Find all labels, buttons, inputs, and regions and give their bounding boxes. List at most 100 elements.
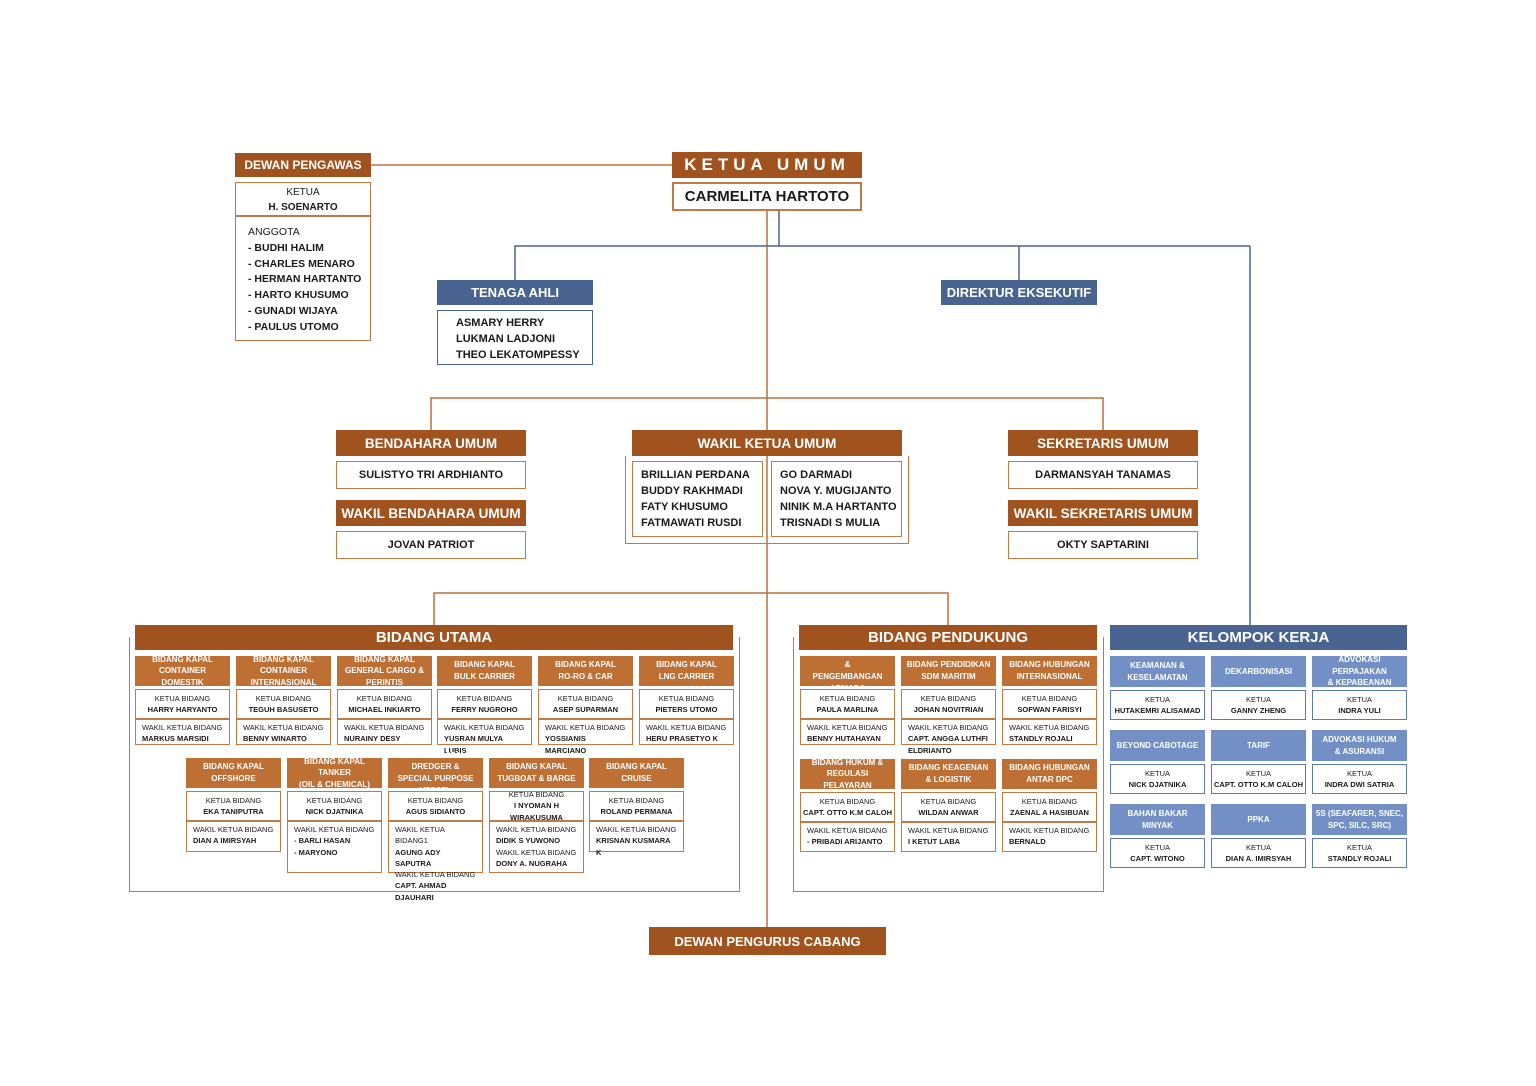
ketua-name: TEGUH BASUSETO: [248, 705, 319, 714]
kelompok-tile-title-1: TARIF: [1247, 740, 1270, 750]
ketua-label: KETUA: [1346, 842, 1372, 852]
bidang-tile-title-2: CRUISE: [621, 774, 652, 783]
anggota-item: - HARTO KHUSUMO: [248, 289, 349, 302]
wakil-bendahara-name: JOVAN PATRIOT: [336, 531, 526, 559]
bidang-tile-header: BIDANG PEMBIAYAAN &PENGEMBANGAN ARMADA: [800, 649, 895, 693]
wakil-ketua-member: FATY KHUSUMO: [641, 501, 728, 513]
kelompok-tile-title-1: BAHAN BAKAR MINYAK: [1127, 808, 1188, 830]
ketua-label: KETUA BIDANG: [658, 693, 715, 703]
wakil-name: DIDIK S YUWONO: [496, 836, 561, 846]
wakil-ketua-member: BRILLIAN PERDANA: [641, 469, 750, 481]
ketua-umum-header: KETUA UMUM: [672, 152, 862, 178]
ketua-label: KETUA: [1245, 842, 1271, 852]
bidang-tile-title-1: BIDANG KAPAL: [253, 654, 314, 664]
ketua-name: DIAN A. IMIRSYAH: [1225, 854, 1292, 863]
bidang-tile-title-2: GENERAL CARGO & PERINTIS: [345, 666, 424, 687]
ketua-label: KETUA: [1346, 694, 1372, 704]
bidang-wakil-box: WAKIL KETUA BIDANG- BARLI HASAN- MARYONO: [287, 821, 382, 873]
kelompok-tile-header: ADVOKASI PERPAJAKAN& KEPABEANAN: [1312, 655, 1407, 687]
bidang-tile-title-2: (OIL & CHEMICAL): [299, 779, 370, 789]
bidang-tile-title-2: TUGBOAT & BARGE: [497, 774, 576, 783]
wakil-label: WAKIL KETUA BIDANG: [545, 723, 626, 732]
ketua-label: KETUA BIDANG: [1021, 693, 1078, 703]
wakil-label: WAKIL KETUA BIDANG: [142, 723, 223, 732]
kelompok-tile-title-1: ADVOKASI HUKUM: [1322, 734, 1397, 744]
wakil-ketua-member: NOVA Y. MUGIJANTO: [780, 485, 892, 497]
kelompok-tile-title-2: & ASURANSI: [1334, 746, 1385, 756]
kelompok-tile-header: TARIF: [1211, 730, 1306, 761]
kelompok-tile-title-2: KESELAMATAN: [1127, 672, 1188, 682]
bidang-tile-title-1: BIDANG KAPAL: [506, 762, 567, 772]
ketua-name: CAPT. WITONO: [1130, 854, 1185, 863]
wakil-ketua-member: FATMAWATI RUSDI: [641, 517, 742, 529]
bidang-tile-title-2: REGULASI PELAYARAN: [823, 769, 872, 790]
bidang-tile-title-2: RO-RO & CAR: [558, 672, 613, 681]
bidang-tile-header: BIDANG KAPAL LNG CARRIER: [639, 656, 734, 686]
ketua-umum-name: CARMELITA HARTOTO: [672, 182, 862, 211]
wakil-label: WAKIL KETUA BIDANG: [1009, 826, 1090, 835]
wakil-bendahara-header: WAKIL BENDAHARA UMUM: [336, 500, 526, 526]
wakil-ketua-umum-frame: [625, 456, 909, 544]
ketua-name: INDRA YULI: [1338, 706, 1381, 715]
wakil-label: WAKIL KETUA BIDANG: [193, 825, 274, 834]
ketua-name: ASEP SUPARMAN: [552, 705, 619, 714]
kelompok-kerja-header: KELOMPOK KERJA: [1110, 625, 1407, 650]
wakil-name: - MARYONO: [294, 847, 338, 857]
kelompok-tile-header: ADVOKASI HUKUM & ASURANSI: [1312, 730, 1407, 761]
ketua-name: PIETERS UTOMO: [655, 705, 718, 714]
wakil-name: - PRIBADI ARIJANTO: [807, 837, 883, 847]
ketua-name: AGUS SIDIANTO: [405, 807, 466, 816]
tenaga-ahli-header: TENAGA AHLI: [437, 280, 593, 305]
wakil-name: WAKIL KETUA BIDANG: [395, 870, 476, 879]
anggota-item: - PAULUS UTOMO: [248, 320, 339, 333]
kelompok-tile-header: 5S (SEAFARER, SNEC,SPC, SILC, SRC): [1312, 804, 1407, 835]
wakil-label: WAKIL KETUA BIDANG: [807, 723, 888, 732]
ketua-label: KETUA BIDANG: [608, 795, 665, 805]
bidang-tile-header: BIDANG KEAGENAN& LOGISTIK: [901, 759, 996, 789]
kelompok-tile-title-1: BEYOND CABOTAGE: [1116, 740, 1199, 750]
wakil-name: BERNALD: [1009, 837, 1046, 847]
ketua-label: KETUA: [1144, 694, 1170, 704]
kelompok-tile-title-1: DEKARBONISASI: [1224, 666, 1293, 676]
bidang-ketua-box: KETUA BIDANG ROLAND PERMANA: [589, 791, 684, 821]
wakil-ketua-member: GO DARMADI: [780, 469, 853, 481]
bidang-tile-title-2: OFFSHORE: [211, 774, 256, 783]
bidang-tile-header: BIDANG KAPAL DREDGER &SPECIAL PURPOSE VE…: [388, 751, 483, 795]
bidang-utama-frame: [129, 637, 740, 892]
wakil-label: WAKIL KETUA BIDANG: [908, 723, 989, 732]
wakil-name: CAPT. AHMAD DJAUHARI: [395, 881, 447, 902]
bidang-tile-title-2: CONTAINER INTERNASIONAL: [250, 666, 317, 687]
bendahara-umum-header: BENDAHARA UMUM: [336, 430, 526, 456]
bidang-tile-header: BIDANG KAPAL TUGBOAT & BARGE: [489, 758, 584, 788]
bidang-tile-title-2: BULK CARRIER: [454, 672, 515, 681]
bidang-tile-title-1: BIDANG KAPAL: [152, 654, 213, 664]
ketua-name: JOHAN NOVITRIAN: [913, 705, 984, 714]
ketua-label: KETUA BIDANG: [819, 693, 876, 703]
ketua-name: HARRY HARYANTO: [147, 705, 218, 714]
bidang-tile-title-1: BIDANG KAPAL: [656, 660, 717, 670]
wakil-label: WAKIL KETUA BIDANG1: [395, 825, 445, 846]
ketua-label: KETUA BIDANG: [508, 790, 565, 800]
bidang-tile-title-2: LNG CARRIER: [658, 672, 715, 681]
tenaga-ahli-member: THEO LEKATOMPESSY: [456, 349, 580, 361]
ketua-label: KETUA BIDANG: [255, 693, 312, 703]
dewan-pengawas-header: DEWAN PENGAWAS: [235, 153, 371, 177]
ketua-name: ROLAND PERMANA: [600, 807, 673, 816]
